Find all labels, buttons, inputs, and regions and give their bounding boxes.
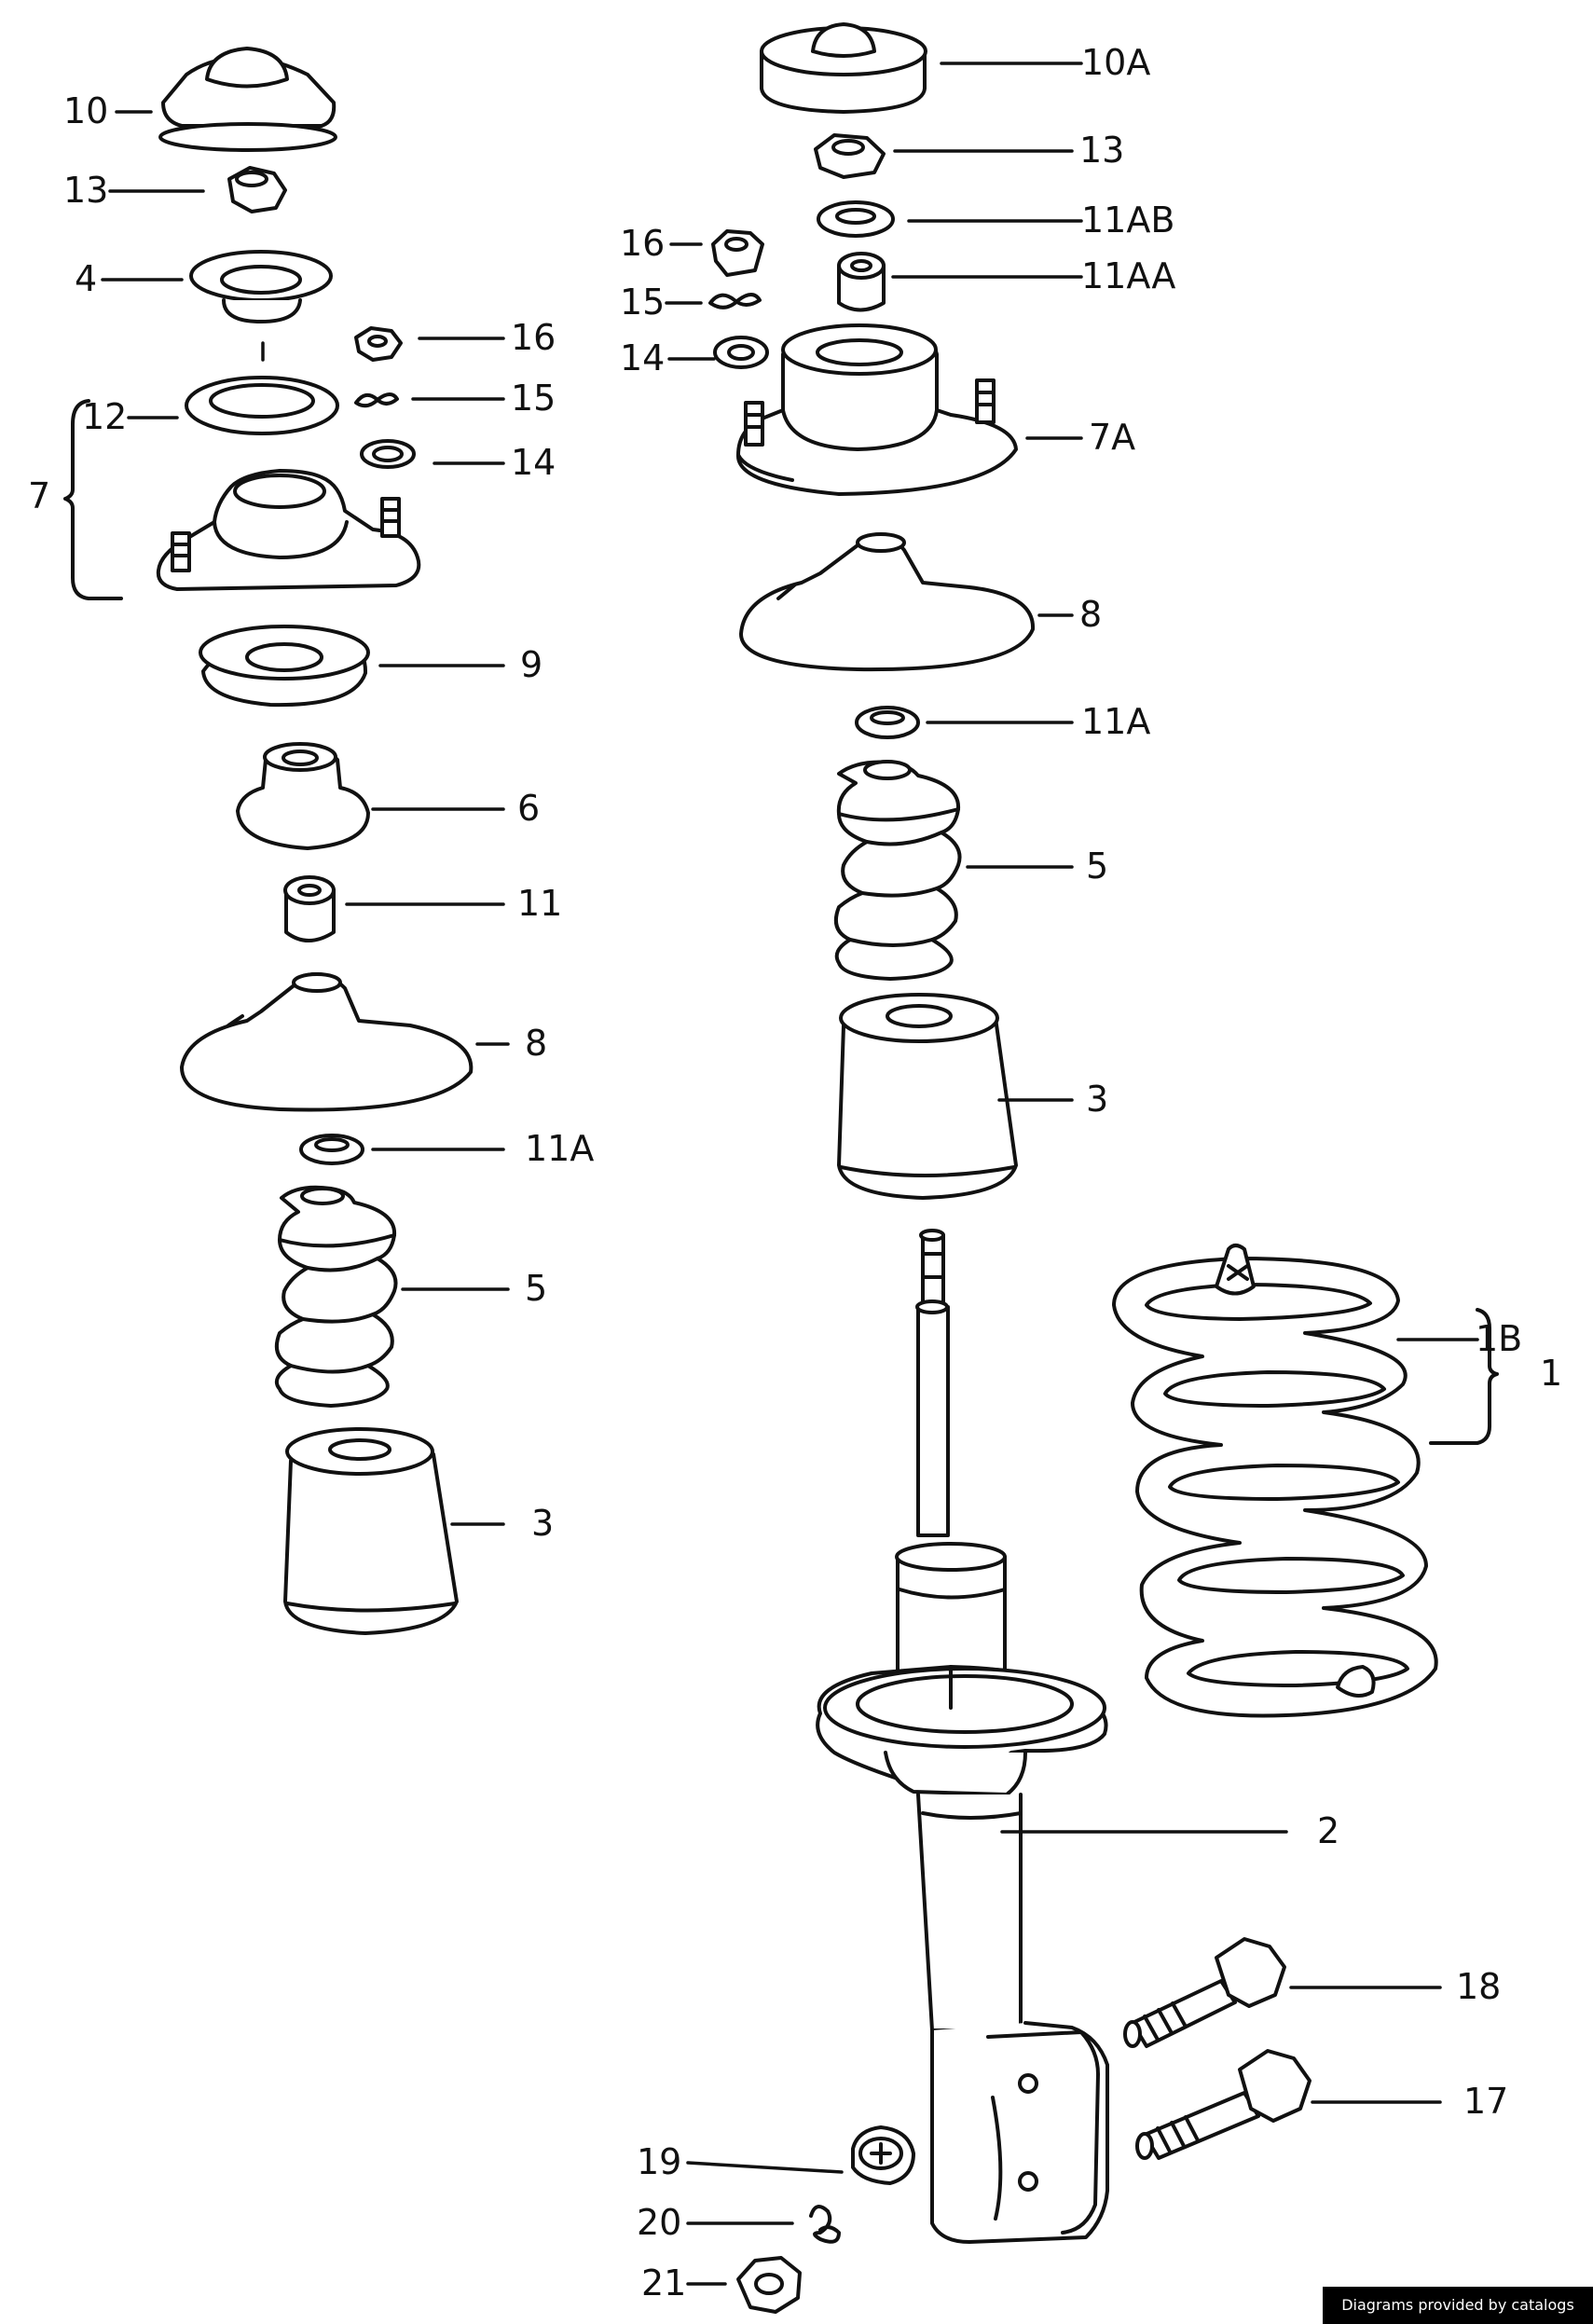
label-17: 17 — [1463, 2081, 1508, 2122]
part-16-small-nut — [354, 326, 403, 362]
label-4: 4 — [75, 258, 97, 299]
label-1: 1 — [1540, 1353, 1562, 1394]
label-11a-right: 11A — [1081, 701, 1150, 742]
label-3-right: 3 — [1086, 1079, 1108, 1120]
label-3: 3 — [531, 1503, 554, 1544]
label-11a: 11A — [525, 1128, 594, 1169]
part-5-bump-stop-right — [834, 760, 962, 981]
part-11aa-sleeve — [837, 252, 886, 312]
leader-lines — [101, 62, 1479, 2286]
part-2-shock-absorber — [816, 1229, 1109, 2244]
part-20-lock-washer — [809, 2205, 841, 2244]
part-11ab-washer — [817, 200, 895, 238]
label-12: 12 — [82, 396, 127, 437]
part-10a-rubber-cap — [760, 22, 927, 114]
part-13-nut — [227, 166, 287, 213]
part-11-sleeve — [283, 875, 336, 942]
part-3-dust-boot-right — [837, 993, 1018, 1200]
assembly-1-bracket — [1429, 1308, 1499, 1445]
label-9: 9 — [520, 644, 542, 685]
part-15-lock-washer — [354, 392, 399, 408]
label-11ab: 11AB — [1081, 199, 1174, 241]
part-11a-washer — [299, 1134, 364, 1165]
part-5-bump-stop — [275, 1185, 398, 1408]
label-19: 19 — [637, 2141, 681, 2182]
part-14-washer-right — [713, 336, 769, 369]
part-9-bearing-seat — [199, 625, 370, 708]
label-20: 20 — [637, 2202, 681, 2243]
label-13-right: 13 — [1079, 130, 1124, 171]
label-7a: 7A — [1089, 417, 1135, 458]
label-14: 14 — [511, 442, 556, 483]
label-6: 6 — [517, 788, 540, 829]
label-16-right: 16 — [620, 223, 665, 264]
part-8-cone-plate-right — [739, 532, 1036, 672]
part-13-nut-right — [814, 133, 886, 179]
label-7: 7 — [28, 475, 50, 516]
part-8-cone-plate — [180, 972, 474, 1112]
label-18: 18 — [1456, 1966, 1501, 2007]
label-15-right: 15 — [620, 282, 665, 323]
part-7-strut-mount — [156, 469, 421, 591]
part-16-small-nut-right — [711, 229, 764, 277]
label-8-right: 8 — [1079, 594, 1102, 635]
part-1-coil-spring — [1112, 1244, 1438, 1718]
part-14-washer — [360, 439, 416, 469]
label-13: 13 — [63, 170, 108, 211]
part-10-rubber-cap — [158, 47, 337, 152]
label-8: 8 — [525, 1023, 547, 1064]
label-14-right: 14 — [620, 337, 665, 378]
part-7a-strut-mount — [735, 323, 1018, 496]
label-5: 5 — [525, 1268, 547, 1309]
part-18-bolt — [1123, 1937, 1286, 2048]
assembly-7-bracket — [63, 399, 123, 600]
part-17-bolt — [1135, 2049, 1311, 2160]
label-11aa: 11AA — [1081, 255, 1175, 296]
label-16: 16 — [511, 317, 556, 358]
label-15: 15 — [511, 378, 556, 419]
label-10a: 10A — [1081, 42, 1150, 83]
part-19-bushing — [851, 2125, 915, 2185]
label-10: 10 — [63, 90, 108, 131]
part-4-bearing-cup — [189, 250, 333, 323]
credit-banner: Diagrams provided by catalogs parts — [1323, 2287, 1593, 2324]
part-12-bearing-ring — [185, 376, 339, 435]
part-15-lock-washer-right — [708, 293, 762, 309]
part-21-nut — [736, 2256, 802, 2314]
label-21: 21 — [641, 2262, 686, 2303]
label-1b: 1B — [1476, 1318, 1522, 1359]
part-6-stop-cup — [236, 742, 370, 850]
label-5-right: 5 — [1086, 846, 1108, 887]
part-3-dust-boot — [283, 1427, 459, 1635]
label-11: 11 — [517, 883, 562, 924]
callout-labels: 10 13 4 16 12 15 7 14 9 6 11 8 11A 5 3 1… — [28, 42, 1562, 2303]
label-2: 2 — [1317, 1810, 1339, 1851]
part-11a-washer-right — [855, 706, 920, 739]
